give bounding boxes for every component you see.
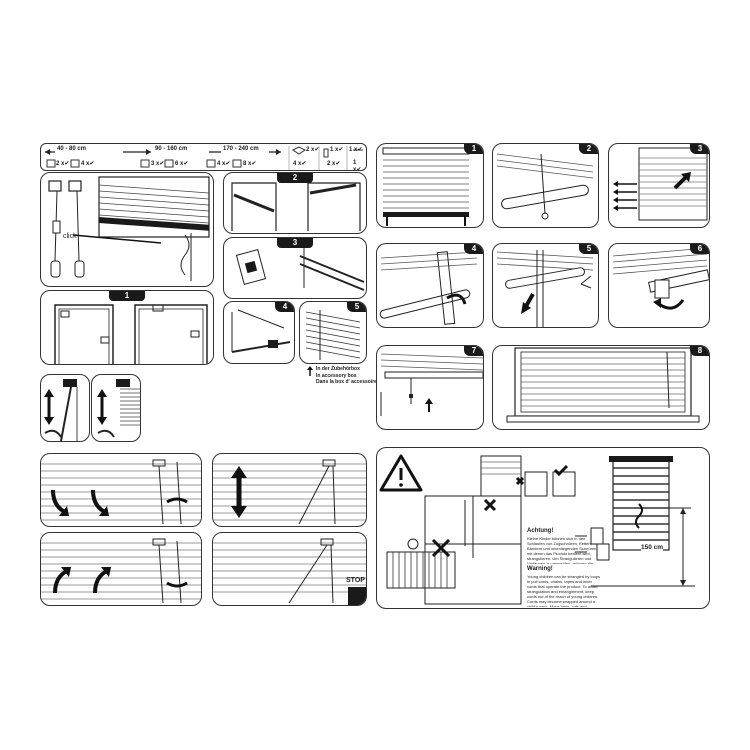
right-step-3: 3	[608, 143, 710, 228]
step-badge: 1	[109, 291, 145, 301]
operation-tilt-down-illustration	[41, 459, 201, 525]
count-side-b1: 1 x✔	[330, 147, 344, 153]
install-overview-illustration	[48, 176, 210, 281]
install-step-2: 2	[223, 172, 367, 234]
step-badge: 4	[464, 244, 483, 254]
step-badge: 2	[277, 173, 313, 183]
right-step-5: 5	[492, 243, 599, 328]
warning-title-de: Achtung!	[527, 528, 554, 534]
step-badge: 2	[579, 144, 598, 154]
step-badge: 4	[275, 302, 294, 312]
step-3-illustration	[235, 246, 365, 291]
step-badge: 5	[347, 302, 366, 312]
operation-tilt-up	[40, 532, 202, 606]
step-badge: 3	[690, 144, 709, 154]
count-r3a: 4 x✔	[217, 161, 231, 167]
parts-header-lines	[45, 146, 363, 170]
step-badge: 8	[690, 346, 709, 356]
operation-tilt-down	[40, 453, 202, 527]
click-label: click	[63, 233, 77, 240]
step-badge: 5	[579, 244, 598, 254]
accessory-note: In der Zubehörbox In accessory box Dans …	[316, 366, 380, 386]
safety-panel: Achtung! Kleine Kinder können sich in de…	[376, 447, 710, 609]
right-step-5-illustration	[496, 250, 594, 327]
parts-header-panel: 40 - 80 cm 90 - 160 cm 170 - 240 cm 2 x✔…	[40, 143, 367, 171]
right-step-4: 4	[376, 243, 484, 328]
count-side-b2: 2 x✔	[327, 161, 341, 167]
install-step-5: 5	[299, 301, 367, 364]
warning-body-en: Young children can be strangled by loops…	[527, 574, 601, 607]
tilt-illustration-b	[97, 379, 140, 438]
step-badge: 7	[464, 346, 483, 356]
count-side-a2: 4 x✔	[293, 161, 307, 167]
tilt-panel-a	[40, 374, 90, 442]
operation-lift	[212, 453, 367, 527]
accessory-note-fr: Dans la box d' accessoires	[316, 379, 380, 385]
right-step-7-illustration	[380, 353, 483, 416]
arrow-up-icon	[307, 366, 313, 376]
operation-lock-illustration	[213, 538, 366, 605]
operation-lock: STOP	[212, 532, 367, 606]
right-step-2-illustration	[496, 153, 594, 220]
warning-title-en: Warning!	[527, 566, 553, 572]
step-1-illustration	[54, 304, 208, 364]
right-step-6: 6	[608, 243, 710, 328]
warning-body-de: Kleine Kinder können sich in den Schlauf…	[527, 536, 598, 564]
accessory-note-de: In der Zubehörbox	[316, 366, 360, 372]
right-step-4-illustration	[379, 251, 478, 325]
step-2-illustration	[231, 182, 361, 231]
height-label: 150 cm	[641, 544, 664, 551]
operation-lift-illustration	[213, 459, 366, 525]
count-r2a: 3 x✔	[151, 161, 165, 167]
count-side-c1: 1 x✔	[349, 147, 363, 153]
step-badge: 1	[464, 144, 483, 154]
right-step-6-illustration	[612, 247, 709, 310]
tilt-illustration-a	[44, 379, 78, 441]
range-label-1: 40 - 80 cm	[57, 146, 87, 152]
right-step-2: 2	[492, 143, 599, 228]
operation-tilt-up-illustration	[41, 538, 201, 604]
install-step-3: 3	[223, 237, 367, 299]
right-step-7: 7	[376, 345, 484, 430]
install-step-1: 1	[40, 290, 214, 365]
step-5-illustration	[305, 310, 361, 360]
step-badge: 6	[690, 244, 709, 254]
right-step-1-illustration	[382, 147, 470, 226]
right-step-3-illustration	[613, 147, 708, 221]
count-side-a1: 2 x✔	[306, 147, 320, 153]
install-step-4: 4	[223, 301, 295, 364]
range-label-3: 170 - 240 cm	[223, 146, 259, 152]
stop-label: STOP	[346, 577, 365, 584]
step-badge: 3	[277, 238, 313, 248]
count-r1a: 2 x✔	[56, 161, 70, 167]
step-4-illustration	[231, 309, 291, 353]
tilt-panel-b	[91, 374, 141, 442]
install-overview-panel: click	[40, 172, 214, 287]
count-side-c2: 1 x✔	[353, 160, 362, 171]
safety-illustration	[379, 454, 695, 605]
count-r2b: 6 x✔	[175, 161, 189, 167]
range-label-2: 90 - 160 cm	[155, 146, 188, 152]
count-r1b: 4 x✔	[81, 161, 95, 167]
count-r3b: 8 x✔	[243, 161, 257, 167]
accessory-note-en: In accessory box	[316, 372, 357, 379]
right-step-1: 1	[376, 143, 484, 228]
right-step-8-illustration	[506, 347, 700, 423]
right-step-8: 8	[492, 345, 710, 430]
